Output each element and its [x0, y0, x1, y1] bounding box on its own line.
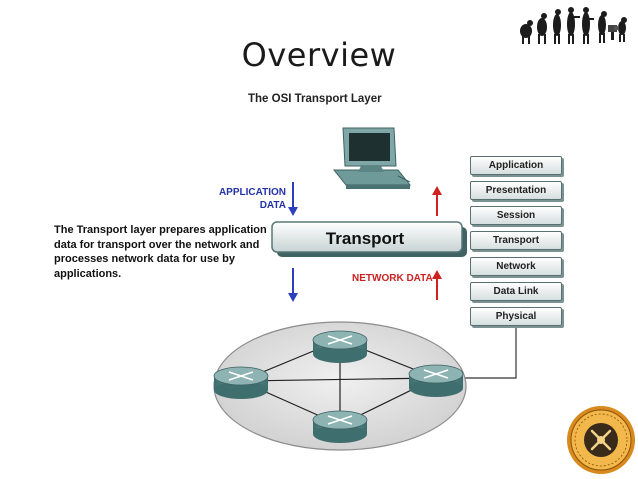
application-data-arrow-bottom: [288, 268, 298, 302]
application-data-arrow-top: [288, 182, 298, 216]
router-icon: [408, 364, 464, 397]
network-data-arrow-top: [432, 186, 442, 216]
application-data-label-line1: APPLICATION: [218, 187, 286, 198]
application-data-label: APPLICATION DATA: [214, 186, 286, 212]
router-icon: [312, 410, 368, 443]
computer-icon: [332, 127, 412, 189]
osi-layer-transport: Transport: [470, 231, 562, 250]
osi-layer-data-link: Data Link: [470, 282, 562, 301]
transport-bar: [271, 221, 467, 257]
router-icon: [312, 330, 368, 363]
network-data-label: NETWORK DATA: [352, 273, 433, 284]
router-icon: [213, 366, 269, 399]
slide-title: Overview: [241, 36, 397, 74]
physical-link-line: [461, 328, 517, 379]
evolution-banner-icon: [514, 4, 634, 46]
college-seal-icon: [567, 406, 635, 474]
diagram-title: The OSI Transport Layer: [248, 93, 382, 105]
osi-layer-session: Session: [470, 206, 562, 225]
description-text: The Transport layer prepares application…: [54, 224, 267, 280]
osi-layer-application: Application: [470, 156, 562, 175]
osi-layer-presentation: Presentation: [470, 181, 562, 200]
network-data-arrow-bottom: [432, 270, 442, 300]
osi-layer-physical: Physical: [470, 307, 562, 326]
osi-layer-network: Network: [470, 257, 562, 276]
transport-bar-label: Transport: [325, 229, 405, 248]
application-data-label-line2: DATA: [259, 200, 286, 211]
